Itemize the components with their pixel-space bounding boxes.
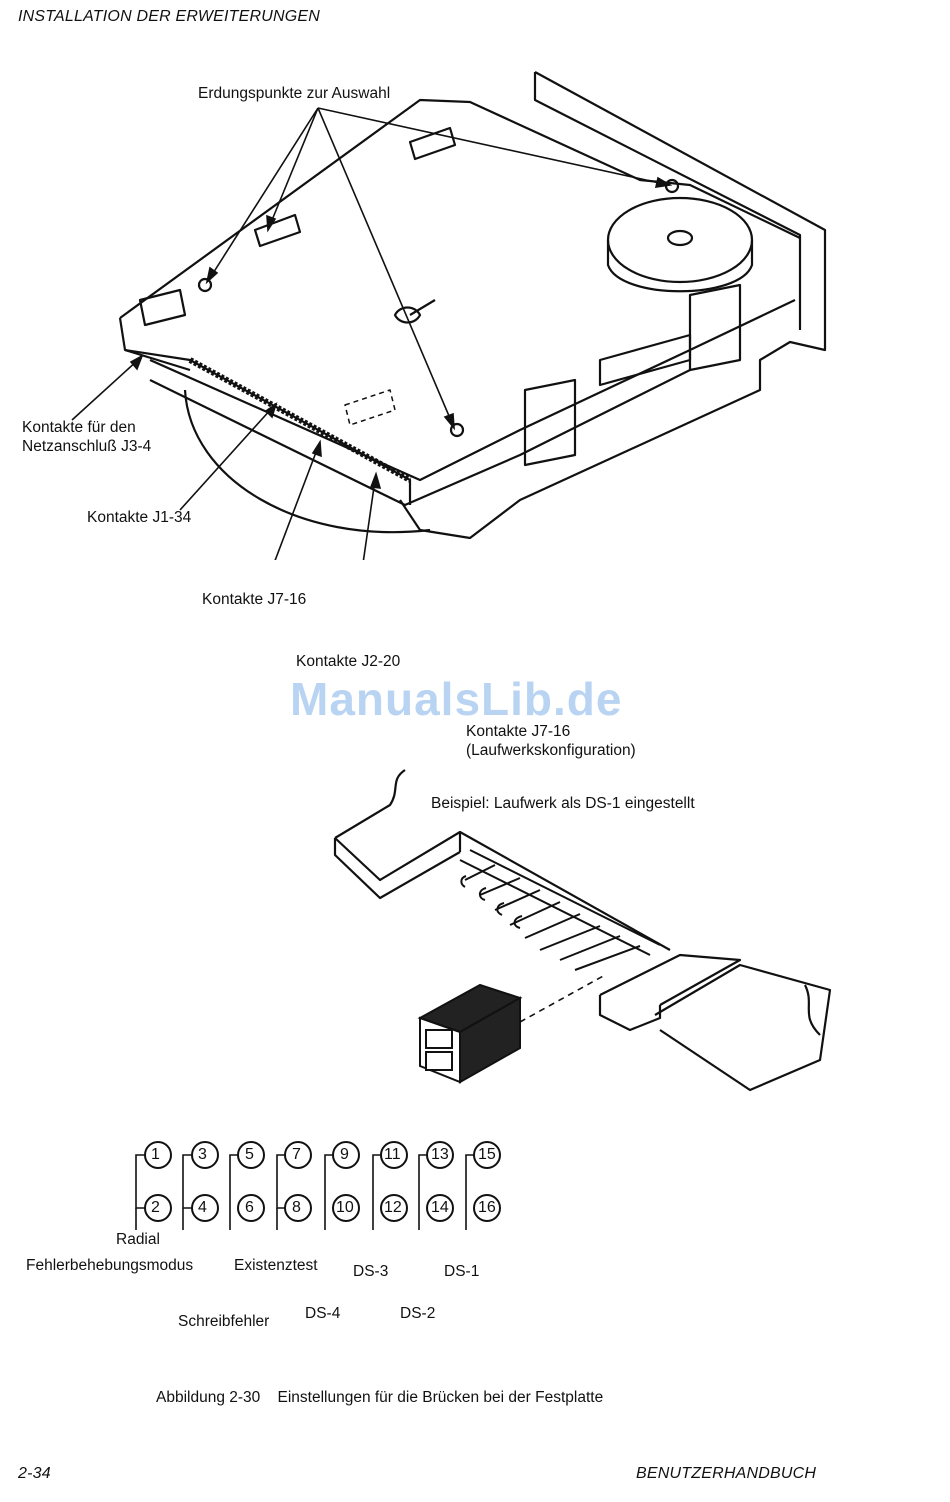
power-contacts-label-line1: Kontakte für den: [22, 419, 136, 436]
pin-3: 3: [198, 1146, 207, 1163]
pin-14: 14: [431, 1199, 449, 1216]
pin-5: 5: [245, 1146, 254, 1163]
jumper-example-label: Beispiel: Laufwerk als DS-1 eingestellt: [431, 795, 695, 812]
pin-6: 6: [245, 1199, 254, 1216]
pin-4: 4: [198, 1199, 207, 1216]
jumper-title-line2: (Laufwerkskonfiguration): [466, 742, 636, 759]
label-schreibfehler: Schreibfehler: [178, 1313, 270, 1330]
label-fehlerbehebungsmodus: Fehlerbehebungsmodus: [26, 1257, 194, 1274]
label-existenztest: Existenztest: [234, 1257, 318, 1274]
jumper-title-line1: Kontakte J7-16: [466, 723, 571, 740]
j2-contacts-label: Kontakte J2-20: [296, 653, 401, 670]
jumper-connector-illustration: [333, 769, 832, 1092]
pin-8: 8: [292, 1199, 301, 1216]
pin-15: 15: [478, 1146, 496, 1163]
label-radial: Radial: [116, 1231, 160, 1248]
label-ds4: DS-4: [305, 1305, 341, 1322]
page-number: 2-34: [18, 1465, 51, 1482]
pin-9: 9: [340, 1146, 349, 1163]
pin-7: 7: [292, 1146, 301, 1163]
j1-contacts-label: Kontakte J1-34: [87, 509, 192, 526]
running-header: INSTALLATION DER ERWEITERUNGEN: [18, 8, 321, 25]
label-ds3: DS-3: [353, 1263, 389, 1280]
running-footer: BENUTZERHANDBUCH: [636, 1465, 817, 1482]
pin-10: 10: [336, 1199, 354, 1216]
label-ds1: DS-1: [444, 1263, 480, 1280]
pin-13: 13: [431, 1146, 449, 1163]
pin-diagram: [135, 1141, 501, 1230]
label-ds2: DS-2: [400, 1305, 436, 1322]
grounding-points-label: Erdungspunkte zur Auswahl: [198, 85, 391, 102]
pin-1: 1: [151, 1146, 160, 1163]
hard-drive-illustration: [71, 71, 827, 560]
pin-16: 16: [478, 1199, 496, 1216]
pin-2: 2: [151, 1199, 160, 1216]
pin-12: 12: [384, 1199, 402, 1216]
pin-11: 11: [384, 1146, 401, 1163]
j7-contacts-label: Kontakte J7-16: [202, 591, 307, 608]
figure-caption: Abbildung 2-30 Einstellungen für die Brü…: [156, 1389, 604, 1406]
power-contacts-label-line2: Netzanschluß J3-4: [22, 438, 152, 455]
watermark: ManualsLib.de: [290, 673, 623, 725]
